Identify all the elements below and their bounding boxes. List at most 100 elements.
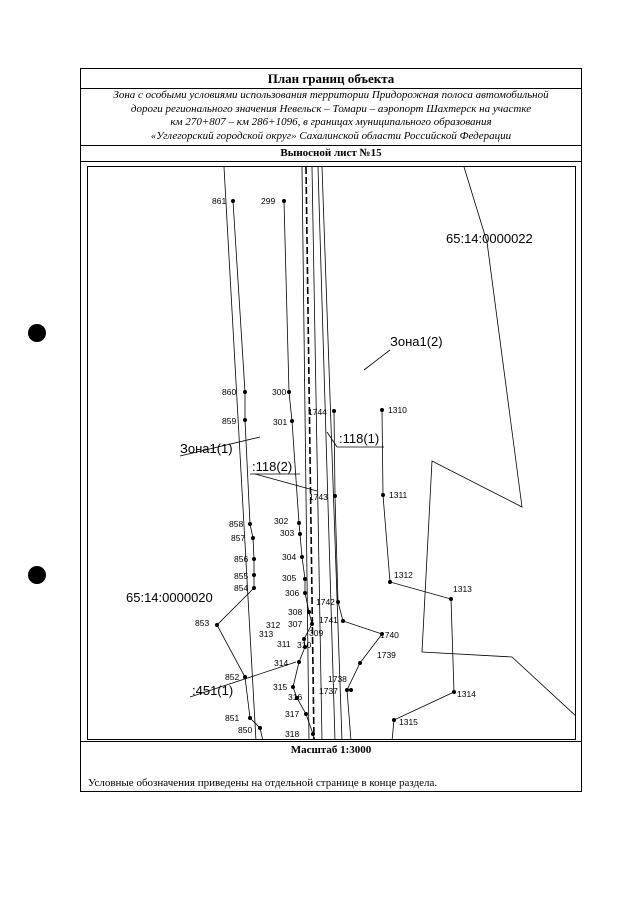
zone-label: Зона1(1) [180,441,233,456]
road-boundary [333,410,383,739]
boundary-point [290,419,294,423]
legend-note: Условные обозначения приведены на отдель… [88,777,438,789]
boundary-point [243,675,247,679]
parcel-boundary [421,167,575,716]
object-description: Зона с особыми условиями использования т… [81,88,581,146]
leader-line [363,349,391,371]
point-label: 855 [234,571,248,581]
road-edge-line [321,167,343,739]
parcel-label: 65:14:0000020 [126,590,213,605]
boundary-point [307,610,311,614]
boundary-line [223,167,257,739]
zone-boundary [381,409,455,739]
boundary-point [303,577,307,581]
boundary-point [304,712,308,716]
boundary-point [287,390,291,394]
point-label: 1310 [388,405,407,415]
punch-hole-bottom [28,566,46,584]
point-label: 305 [282,573,296,583]
road-centerline [305,167,315,739]
point-label: 307 [288,619,302,629]
description-line: «Углегорский городской округ» Сахалинско… [150,129,512,142]
boundary-point [297,660,301,664]
leader-line [326,431,338,448]
boundary-point [252,557,256,561]
point-label: 303 [280,528,294,538]
sheet-title: План границ объекта [81,69,581,89]
boundary-point [311,732,315,736]
sheet-number: Выносной лист №15 [81,145,581,162]
point-label: 1314 [457,689,476,699]
point-label: 1744 [308,407,327,417]
point-label: 302 [274,516,288,526]
point-label: 854 [234,583,248,593]
boundary-point [300,555,304,559]
map-drawing: 65:14:0000022 65:14:0000020 Зона1(2) Зон… [87,166,576,740]
description-line: дороги регионального значения Невельск –… [130,102,532,115]
boundary-point [358,661,362,665]
point-label: 851 [225,713,239,723]
boundary-point [380,408,384,412]
boundary-point [252,573,256,577]
point-label: 1742 [316,597,335,607]
point-label: 304 [282,552,296,562]
point-label: 300 [272,387,286,397]
point-label: 856 [234,554,248,564]
point-label: 310 [297,640,311,650]
point-label: 860 [222,387,236,397]
point-label: 301 [273,417,287,427]
boundary-point [392,718,396,722]
boundary-point [291,685,295,689]
boundary-point [332,409,336,413]
boundary-point [243,418,247,422]
zone-label: :451(1) [192,683,233,698]
scale-label: Масштаб 1:3000 [81,741,581,758]
boundary-point [298,532,302,536]
point-label: 306 [285,588,299,598]
zone-label: :118(1) [339,431,379,446]
point-label: 1312 [394,570,413,580]
boundary-point [333,494,337,498]
point-label: 859 [222,416,236,426]
leader-line [179,436,261,457]
boundary-map: 65:14:0000022 65:14:0000020 Зона1(2) Зон… [126,167,575,739]
point-label: 861 [212,196,226,206]
punch-hole-top [28,324,46,342]
boundary-point [297,521,301,525]
map-sheet-frame: План границ объекта Зона с особыми услов… [80,68,582,792]
point-label: 315 [273,682,287,692]
point-label: 857 [231,533,245,543]
point-label: 850 [238,725,252,735]
point-label: 1740 [380,630,399,640]
boundary-point [295,696,299,700]
boundary-point [303,645,307,649]
boundary-point [341,619,345,623]
road-edge-line [301,167,310,739]
description-line: км 270+807 – км 286+1096, в границах мун… [170,116,492,128]
point-label: 318 [285,729,299,739]
boundary-point [248,522,252,526]
strip-boundary-east [283,200,315,739]
boundary-point [251,536,255,540]
boundary-point [243,390,247,394]
point-label: 1743 [309,492,328,502]
boundary-point [302,637,306,641]
boundary-point [380,632,384,636]
point-label: 309 [309,628,323,638]
boundary-points [215,199,456,736]
road-edge-line [311,167,323,739]
boundary-point [310,622,314,626]
point-label: 1313 [453,584,472,594]
point-label: 853 [195,618,209,628]
point-label: 312 [266,620,280,630]
boundary-point [345,688,349,692]
boundary-point [282,199,286,203]
point-label: 1741 [319,615,338,625]
point-label: 317 [285,709,299,719]
point-label: 1311 [389,490,408,500]
point-label: 314 [274,658,288,668]
description-line: Зона с особыми условиями использования т… [113,89,549,101]
boundary-point [303,591,307,595]
point-label: 852 [225,672,239,682]
leader-line [254,473,318,492]
